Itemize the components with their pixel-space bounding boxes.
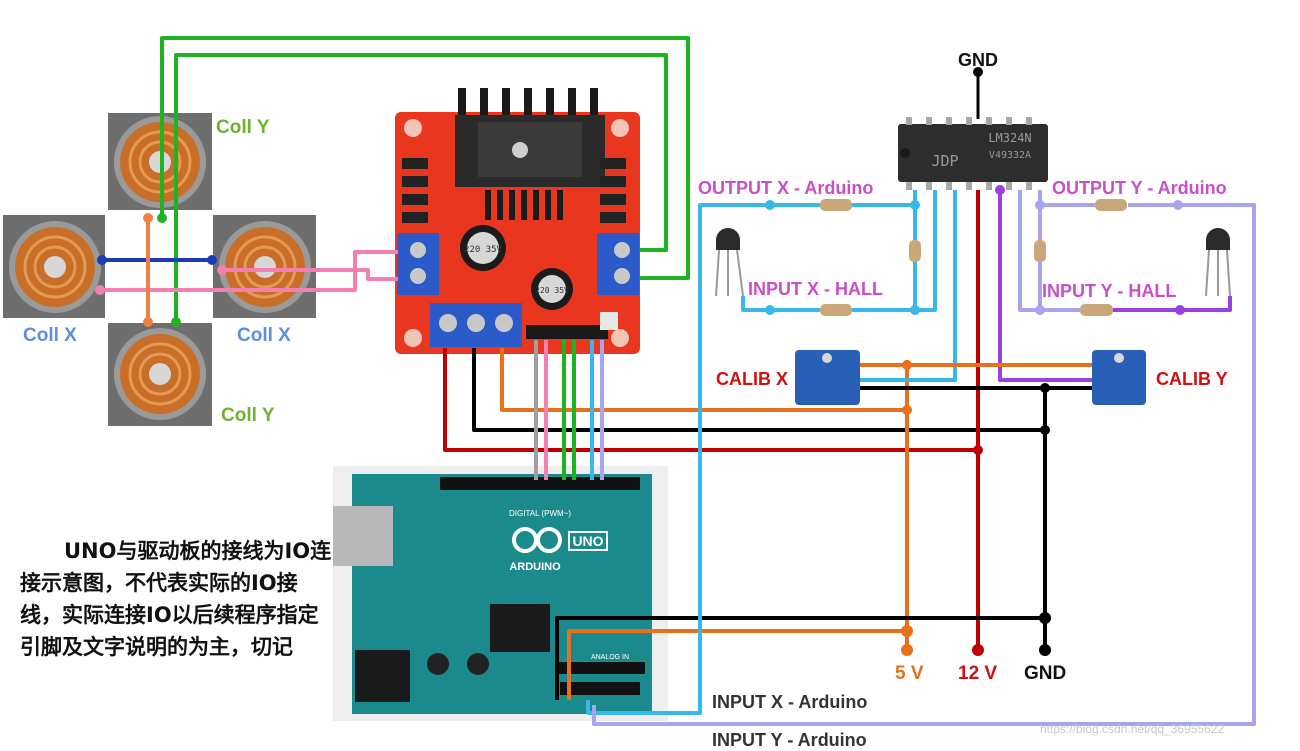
wire-green-1	[160, 36, 690, 280]
junction-dots	[95, 185, 1185, 656]
terminal-power	[430, 303, 522, 347]
label-rail-5v: 5 V	[895, 663, 924, 684]
wiring-note: UNO与驱动板的接线为IO连接示意图，不代表实际的IO接线，实际连接IO以后续程…	[20, 539, 332, 659]
hall-sensor-x	[715, 228, 744, 297]
label-coil-x-right: Coll X	[237, 325, 291, 346]
label-output-y: OUTPUT Y - Arduino	[1052, 178, 1227, 198]
potentiometer-calib-y	[1092, 350, 1146, 405]
capacitor-2: 220 35V	[531, 268, 573, 310]
wire-arduino-5v	[567, 629, 907, 700]
svg-text:LM324N: LM324N	[988, 131, 1031, 145]
label-gnd-top: GND	[958, 50, 998, 70]
resistors	[820, 199, 1127, 316]
label-coil-x-left: Coll X	[23, 325, 77, 346]
label-input-x-arduino: INPUT X - Arduino	[712, 692, 868, 712]
heatsink	[455, 88, 605, 187]
label-input-x-hall: INPUT X - HALL	[748, 279, 883, 299]
svg-text:ANALOG IN: ANALOG IN	[591, 654, 629, 661]
label-input-y-hall: INPUT Y - HALL	[1042, 281, 1177, 301]
wire-pink-2	[222, 268, 398, 281]
wire-red-12v	[443, 348, 978, 452]
wire-black-gnd	[472, 348, 1045, 432]
wire-orange-5v	[500, 348, 907, 412]
wire-cyan-input-x	[586, 203, 770, 715]
driver-board: 220 35V 220 35V	[395, 88, 640, 354]
label-calib-x: CALIB X	[716, 369, 788, 389]
svg-text:DIGITAL (PWM~): DIGITAL (PWM~)	[509, 509, 571, 518]
label-output-x: OUTPUT X - Arduino	[698, 178, 874, 198]
label-rail-gnd: GND	[1024, 663, 1067, 684]
svg-text:ARDUINO: ARDUINO	[509, 561, 561, 573]
arduino-uno: UNO ARDUINO DIGITAL (PWM~) ANALOG IN	[333, 466, 668, 721]
svg-text:220 35V: 220 35V	[464, 245, 503, 255]
svg-text:JDP: JDP	[931, 152, 958, 170]
hall-sensor-y	[1205, 228, 1231, 297]
label-rail-12v: 12 V	[958, 663, 998, 684]
capacitor-1: 220 35V	[460, 225, 506, 271]
terminal-left	[397, 233, 439, 295]
coil-y-bottom	[108, 323, 212, 426]
wire-arduino-gnd	[555, 616, 1045, 700]
coil-x-right	[213, 215, 316, 318]
label-calib-y: CALIB Y	[1156, 369, 1228, 389]
coil-x-left	[3, 215, 105, 318]
wire-green-2	[174, 53, 668, 322]
label-input-y-arduino: INPUT Y - Arduino	[712, 730, 867, 750]
svg-text:V49332A: V49332A	[989, 150, 1031, 161]
wire-lavender-input-y	[592, 203, 1256, 726]
label-coil-y-bottom: Coll Y	[221, 405, 275, 426]
lm324n-chip: LM324N JDP V49332A	[898, 117, 1048, 190]
potentiometer-calib-x	[795, 350, 860, 405]
svg-text:220 35V: 220 35V	[535, 286, 569, 295]
terminal-right	[597, 233, 639, 295]
label-coil-y-top: Coll Y	[216, 117, 270, 138]
svg-text:UNO: UNO	[572, 533, 603, 549]
watermark: https://blog.csdn.net/qq_36955622	[1040, 722, 1225, 736]
